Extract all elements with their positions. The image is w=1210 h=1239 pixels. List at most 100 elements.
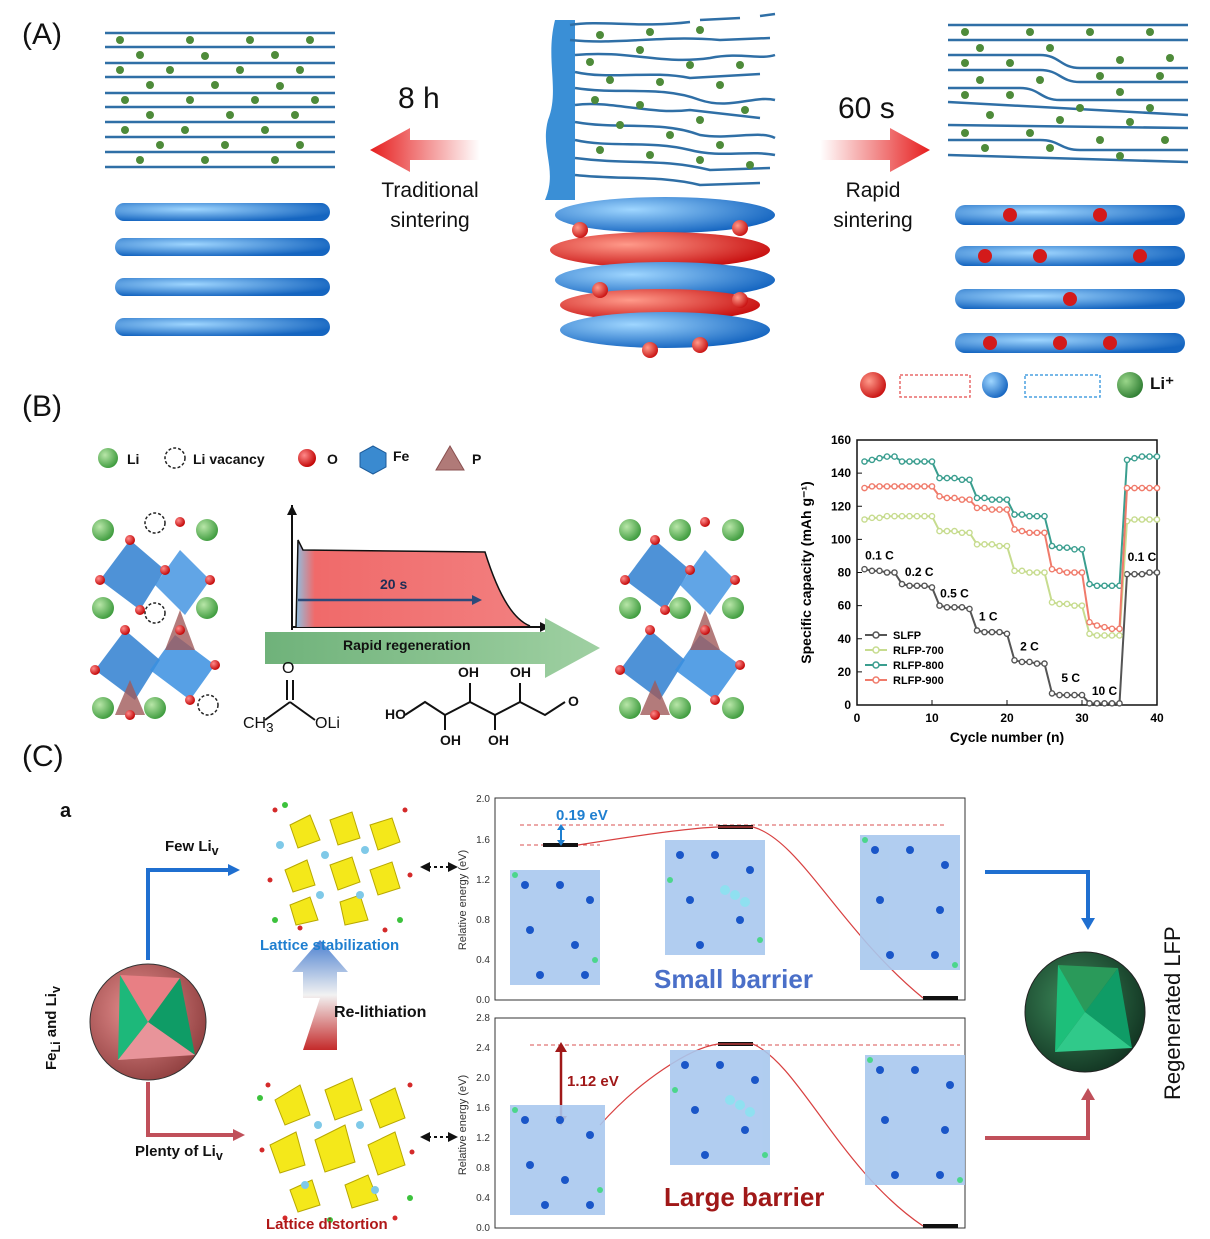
data-point-rlfp-800 <box>1093 582 1101 590</box>
data-point-rlfp-700 <box>1138 516 1146 523</box>
data-point-rlfp-800 <box>906 458 913 465</box>
data-point-rlfp-700 <box>891 512 898 520</box>
large-barrier-caption: Large barrier <box>664 1182 825 1212</box>
left-caption-line2: sintering <box>390 209 470 232</box>
data-point-slfp <box>966 605 973 613</box>
data-point-rlfp-900 <box>883 483 891 490</box>
acetate-oli: OLi <box>315 715 340 732</box>
data-point-slfp <box>906 582 913 590</box>
panel-c-graphic: 0.0 0.4 0.8 1.2 1.6 2.0 Relative energy … <box>89 794 1146 1234</box>
y-tick-label: 140 <box>831 466 851 480</box>
data-point-rlfp-700 <box>1093 632 1101 639</box>
to-regenerated-red-arrow <box>985 1098 1090 1140</box>
data-point-slfp <box>951 603 958 611</box>
data-point-rlfp-900 <box>936 493 943 500</box>
data-point-rlfp-700 <box>928 512 936 520</box>
few-liv-label: Few Liv <box>165 838 219 858</box>
left-time-label: 8 h <box>398 82 440 115</box>
x-axis-title: Cycle number (n) <box>950 729 1064 745</box>
data-point-rlfp-700 <box>921 512 928 520</box>
data-point-rlfp-700 <box>1003 542 1011 550</box>
data-point-rlfp-800 <box>1086 580 1093 588</box>
data-point-rlfp-700 <box>1116 632 1123 639</box>
legend-swatch-marker <box>872 646 880 654</box>
data-point-rlfp-700 <box>981 541 988 548</box>
data-point-rlfp-800 <box>981 494 988 502</box>
plenty-liv-arrow <box>146 1082 235 1137</box>
data-point-rlfp-800 <box>861 458 868 465</box>
sugar-ho: HO <box>385 706 406 722</box>
right-layered-structure <box>947 23 1189 164</box>
data-point-rlfp-700 <box>966 529 973 537</box>
data-point-rlfp-700 <box>1018 567 1026 575</box>
right-red-arrow <box>820 128 930 172</box>
lattice-stabilization-label: Lattice stabilization <box>260 937 400 954</box>
bot-energy-ytick-4: 1.6 <box>476 1103 490 1114</box>
data-point-rlfp-700 <box>1041 569 1048 576</box>
data-point-rlfp-700 <box>1026 569 1033 576</box>
top-energy-ytick-5: 2.0 <box>476 794 490 805</box>
data-point-rlfp-900 <box>1011 526 1018 533</box>
data-point-rlfp-900 <box>913 483 921 490</box>
data-point-slfp <box>928 584 936 591</box>
data-point-rlfp-800 <box>1138 453 1146 460</box>
legend-fe-text: Fe <box>393 448 410 464</box>
data-point-rlfp-900 <box>1041 529 1048 537</box>
data-point-rlfp-700 <box>1108 632 1116 639</box>
data-point-slfp <box>1146 569 1153 576</box>
data-point-rlfp-700 <box>973 541 981 548</box>
data-point-rlfp-900 <box>1063 569 1071 576</box>
relithiation-label: Re-lithiation <box>334 1004 427 1021</box>
regenerated-particle-sphere <box>1024 951 1146 1073</box>
top-energy-ytick-1: 0.4 <box>476 955 490 966</box>
y-tick-label: 160 <box>831 433 851 447</box>
panel-label-b: (B) <box>22 390 62 423</box>
data-point-slfp <box>1093 700 1101 707</box>
rate-annotation: 0.2 C <box>905 565 934 579</box>
data-point-slfp <box>1086 700 1093 707</box>
data-point-rlfp-900 <box>1101 623 1108 631</box>
data-point-rlfp-700 <box>1086 630 1093 638</box>
data-point-rlfp-800 <box>1131 454 1138 462</box>
data-point-slfp <box>1116 700 1123 707</box>
x-tick-label: 40 <box>1150 711 1164 725</box>
data-point-rlfp-900 <box>1018 527 1026 535</box>
x-tick-label: 20 <box>1000 711 1014 725</box>
bot-energy-ytick-6: 2.4 <box>476 1043 490 1054</box>
acetate-o: O <box>282 660 295 677</box>
data-point-rlfp-900 <box>1086 618 1093 626</box>
data-point-rlfp-800 <box>996 496 1003 503</box>
right-caption-line1: Rapid <box>845 179 901 202</box>
data-point-slfp <box>1108 700 1116 707</box>
left-crystal <box>90 512 220 720</box>
y-tick-label: 20 <box>838 665 852 679</box>
data-point-rlfp-700 <box>861 516 868 523</box>
data-point-rlfp-700 <box>936 527 943 535</box>
legend-swatch-marker <box>872 631 880 639</box>
lattice-distortion-label: Lattice distortion <box>266 1216 388 1233</box>
data-point-rlfp-800 <box>1078 546 1086 553</box>
legend-li-label: Li⁺ <box>1150 374 1175 393</box>
data-point-slfp <box>1003 630 1011 638</box>
sugar-oh-1: OH <box>458 664 479 680</box>
data-point-rlfp-900 <box>981 504 988 512</box>
data-point-slfp <box>1123 570 1131 578</box>
data-point-rlfp-900 <box>861 484 868 492</box>
data-point-rlfp-800 <box>1011 511 1018 518</box>
regenerated-lfp-label: Regenerated LFP <box>1160 926 1185 1100</box>
left-caption-line1: Traditional <box>381 179 479 202</box>
rate-annotation: 5 C <box>1061 671 1080 685</box>
data-point-rlfp-900 <box>996 506 1003 513</box>
y-axis-title: Specific capacity (mAh g⁻¹) <box>798 481 814 663</box>
data-point-rlfp-700 <box>943 527 951 535</box>
data-point-rlfp-700 <box>1033 569 1041 576</box>
x-tick-label: 30 <box>1075 711 1089 725</box>
data-point-slfp <box>1131 570 1138 578</box>
sugar-oh-3: OH <box>440 732 461 748</box>
data-point-slfp <box>988 628 996 636</box>
data-point-slfp <box>898 580 906 588</box>
data-point-rlfp-900 <box>868 483 876 490</box>
bot-energy-ylabel: Relative energy (eV) <box>457 1075 469 1175</box>
lattice-distortion-structure <box>257 1077 415 1223</box>
pulse-duration-label: 20 s <box>380 576 408 592</box>
